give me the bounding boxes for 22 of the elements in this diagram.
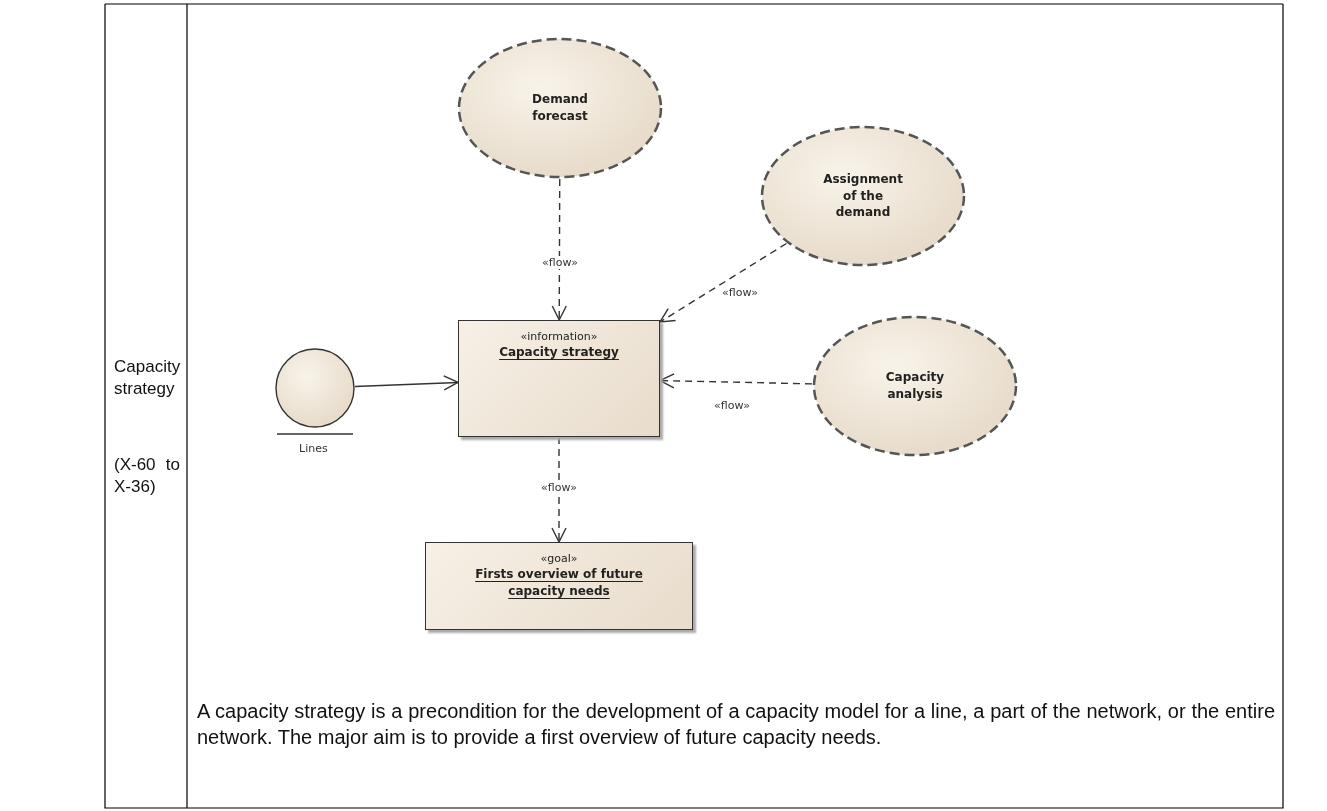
dashed-arrow (659, 242, 788, 323)
class-box (458, 320, 660, 437)
row-label: Capacity strategy (114, 356, 180, 401)
node-label: Capacity analysis (884, 369, 946, 403)
node-label: Demand forecast (531, 91, 589, 125)
edge-label: «flow» (721, 285, 759, 299)
stereotype-label: «goal» (540, 551, 578, 567)
edge-label: «flow» (713, 398, 751, 412)
row-label: (X-60 to X-36) (114, 454, 180, 499)
class-name: Firsts overview of future capacity needs (474, 566, 644, 600)
edge-label: «flow» (541, 255, 579, 269)
node-label: Assignment of the demand (822, 170, 904, 222)
node-caption: Lines (299, 442, 328, 455)
class-name: Capacity strategy (499, 344, 619, 362)
arrow (354, 375, 459, 391)
class-box (425, 542, 693, 630)
description-paragraph: A capacity strategy is a precondition for the development of a capacity model for a line, a part of the network, or the entire network. The major aim is to provide a first overview of future capacity needs. (197, 699, 1275, 750)
dashed-arrow (551, 178, 567, 321)
edge-label: «flow» (540, 480, 578, 494)
dashed-arrow (551, 436, 567, 543)
dashed-arrow (659, 373, 813, 389)
stereotype-label: «information» (520, 329, 598, 345)
